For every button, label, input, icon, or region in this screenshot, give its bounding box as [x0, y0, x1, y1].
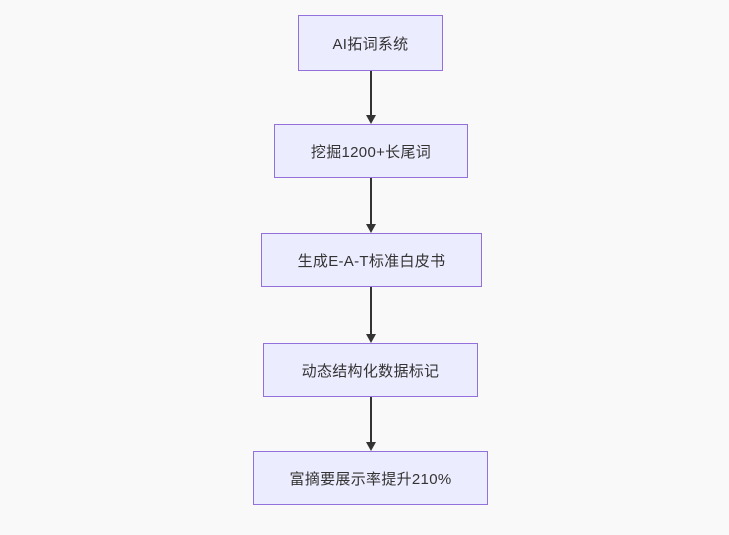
node-ai-keyword-expansion-system: AI拓词系统 [298, 15, 443, 71]
arrow-line [369, 287, 372, 334]
node-rich-snippet-rate-increase: 富摘要展示率提升210% [253, 451, 488, 505]
node-label: 生成E-A-T标准白皮书 [297, 252, 446, 270]
edge-arrow-1 [364, 71, 377, 124]
edge-arrow-3 [364, 287, 377, 343]
node-label: 挖掘1200+长尾词 [310, 143, 432, 161]
arrowhead-down-icon [365, 224, 376, 233]
arrow-line [369, 397, 372, 442]
arrowhead-down-icon [365, 334, 376, 343]
node-dynamic-structured-data-markup: 动态结构化数据标记 [263, 343, 478, 397]
node-mine-longtail-keywords: 挖掘1200+长尾词 [274, 124, 468, 178]
node-generate-eat-whitepaper: 生成E-A-T标准白皮书 [261, 233, 482, 287]
edge-arrow-4 [364, 397, 377, 451]
arrow-line [369, 178, 372, 224]
arrow-line [369, 71, 372, 115]
node-label: AI拓词系统 [332, 35, 409, 53]
edge-arrow-2 [364, 178, 377, 233]
node-label: 动态结构化数据标记 [301, 362, 440, 380]
arrowhead-down-icon [365, 115, 376, 124]
node-label: 富摘要展示率提升210% [289, 470, 452, 488]
arrowhead-down-icon [365, 442, 376, 451]
